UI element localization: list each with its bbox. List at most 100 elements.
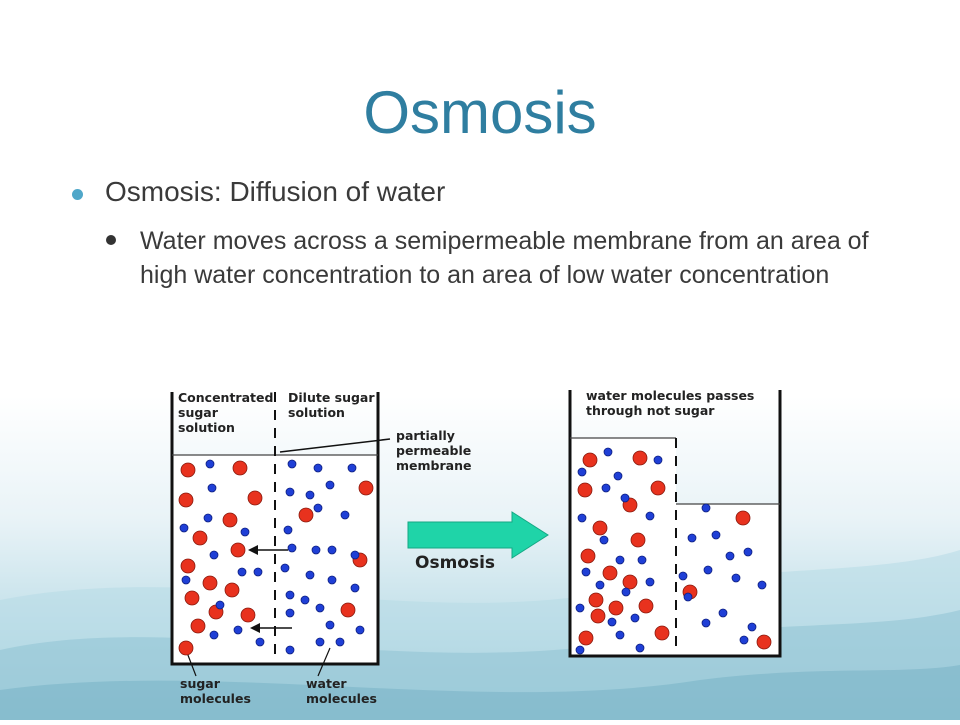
water-molecule: [209, 630, 219, 640]
label-line: molecules: [306, 691, 377, 706]
sugar-molecule: [608, 600, 624, 616]
water-pointer: [317, 647, 331, 677]
label-line: through not sugar: [586, 403, 715, 418]
sugar-molecule: [178, 640, 194, 656]
water-molecule: [635, 643, 645, 653]
water-molecule: [718, 608, 728, 618]
water-molecule: [645, 577, 655, 587]
label-line: molecules: [180, 691, 251, 706]
sugar-molecule: [638, 598, 654, 614]
bullet-dot-icon: [72, 189, 83, 200]
water-molecule: [315, 637, 325, 647]
water-molecule: [327, 545, 337, 555]
sugar-molecule: [180, 462, 196, 478]
label-line: partially: [396, 428, 455, 443]
water-molecule: [620, 493, 630, 503]
water-molecule: [285, 590, 295, 600]
water-molecule: [678, 571, 688, 581]
water-molecule: [285, 645, 295, 655]
result-label: water molecules passes through not sugar: [586, 388, 754, 418]
sugar-molecules-label: sugar molecules: [180, 676, 251, 706]
water-molecule: [305, 490, 315, 500]
label-line: permeable: [396, 443, 472, 458]
membrane-label: partially permeable membrane: [396, 428, 471, 473]
water-molecule: [280, 563, 290, 573]
sugar-molecule: [756, 634, 772, 650]
sugar-molecule: [247, 490, 263, 506]
sugar-molecule: [592, 520, 608, 536]
sugar-molecule: [178, 492, 194, 508]
label-line: Dilute sugar: [288, 390, 375, 405]
sugar-molecule: [358, 480, 374, 496]
water-molecule: [205, 459, 215, 469]
water-molecule: [645, 511, 655, 521]
water-molecule: [739, 635, 749, 645]
sugar-molecule: [298, 507, 314, 523]
water-molecule: [701, 618, 711, 628]
label-line: solution: [288, 405, 345, 420]
water-molecule: [725, 551, 735, 561]
label-line: sugar: [180, 676, 220, 691]
sugar-molecule: [577, 482, 593, 498]
water-molecule: [575, 645, 585, 655]
membrane-pointer: [279, 438, 391, 453]
water-molecule: [287, 543, 297, 553]
sugar-molecule: [602, 565, 618, 581]
water-molecule: [215, 600, 225, 610]
osmosis-diagram-svg: [170, 390, 782, 677]
sugar-molecule: [588, 592, 604, 608]
water-molecule: [701, 503, 711, 513]
sugar-molecule: [582, 452, 598, 468]
arrow-head-icon: [248, 545, 258, 555]
water-molecule: [181, 575, 191, 585]
water-molecule: [313, 463, 323, 473]
water-molecule: [581, 567, 591, 577]
water-molecule: [300, 595, 310, 605]
label-line: water molecules passes: [586, 388, 755, 403]
sugar-molecule: [240, 607, 256, 623]
sugar-molecule: [202, 575, 218, 591]
label-line: membrane: [396, 458, 472, 473]
water-molecule: [313, 503, 323, 513]
water-molecule: [207, 483, 217, 493]
water-molecule: [253, 567, 263, 577]
sugar-molecule: [578, 630, 594, 646]
sugar-molecule: [580, 548, 596, 564]
water-molecule: [325, 620, 335, 630]
water-molecule: [203, 513, 213, 523]
osmosis-arrow-label: Osmosis: [415, 553, 496, 573]
water-molecule: [283, 525, 293, 535]
water-molecule: [340, 510, 350, 520]
water-molecule: [350, 550, 360, 560]
osmosis-arrow-icon: [407, 511, 549, 559]
water-molecule: [287, 459, 297, 469]
water-molecule: [285, 608, 295, 618]
water-molecule: [335, 637, 345, 647]
sugar-molecule: [180, 558, 196, 574]
water-molecule: [757, 580, 767, 590]
water-molecule: [731, 573, 741, 583]
water-molecule: [305, 570, 315, 580]
label-line: Concentrated: [178, 390, 274, 405]
dilute-sugar-label: Dilute sugar solution: [288, 390, 375, 420]
sugar-molecule: [650, 480, 666, 496]
sugar-molecule: [622, 574, 638, 590]
bullet-level-2: Water moves across a semipermeable membr…: [106, 224, 886, 292]
bullet-text: Water moves across a semipermeable membr…: [140, 227, 869, 289]
bullet-dot-icon: [106, 235, 116, 245]
water-molecule: [240, 527, 250, 537]
water-molecule: [601, 483, 611, 493]
water-molecule: [687, 533, 697, 543]
arrow-head-icon: [250, 623, 260, 633]
water-molecule: [179, 523, 189, 533]
osmosis-diagram: Concentrated sugar solution Dilute sugar…: [150, 380, 810, 720]
sugar-molecule: [590, 608, 606, 624]
water-molecule: [743, 547, 753, 557]
sugar-molecule: [222, 512, 238, 528]
water-molecule: [315, 603, 325, 613]
left-beaker: [170, 392, 391, 677]
water-molecule: [325, 480, 335, 490]
water-molecule: [355, 625, 365, 635]
label-line: solution: [178, 420, 235, 435]
right-beaker: [568, 390, 782, 658]
